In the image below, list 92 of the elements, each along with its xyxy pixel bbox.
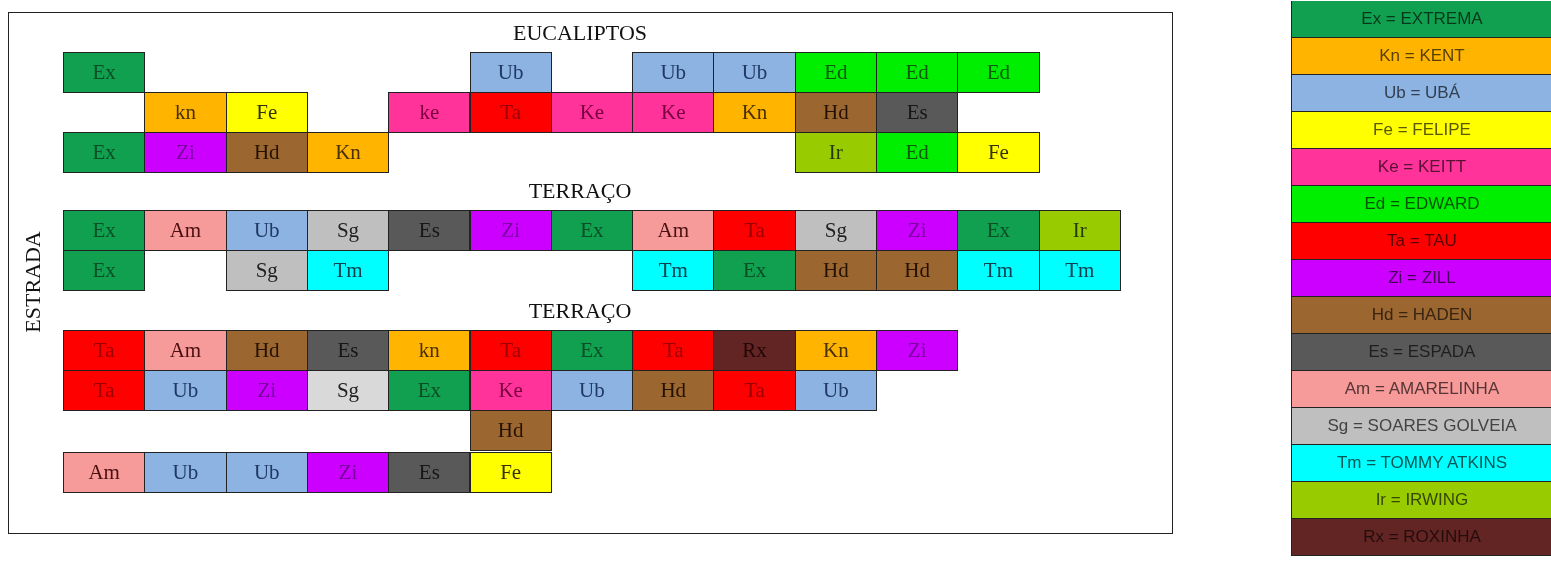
plant-cell: Ex: [957, 210, 1040, 251]
legend-entry: Ex = EXTREMA: [1292, 1, 1551, 38]
plant-cell: Ed: [876, 132, 959, 173]
plant-cell: Ke: [632, 92, 715, 133]
plant-cell: Hd: [225, 132, 308, 173]
plant-cell: Es: [306, 330, 390, 371]
plant-cell: Hd: [876, 250, 959, 291]
plant-cell: Ex: [713, 250, 796, 291]
plant-cell: Ub: [794, 370, 877, 411]
plant-cell: Ke: [469, 370, 552, 411]
legend-entry: Ed = EDWARD: [1292, 186, 1551, 223]
legend-entry: Ke = KEITT: [1292, 149, 1551, 186]
plant-cell: Ta: [713, 210, 796, 251]
plant-cell: Fe: [957, 132, 1040, 173]
plant-cell: Ex: [63, 132, 146, 173]
legend-entry: Zi = ZILL: [1292, 260, 1551, 297]
plant-cell: Tm: [957, 250, 1040, 291]
plant-cell: Ta: [469, 330, 552, 371]
plant-cell: Hd: [794, 92, 877, 133]
plant-cell: Es: [388, 452, 471, 493]
plant-cell: Zi: [225, 370, 308, 411]
legend-entry: Kn = KENT: [1292, 38, 1551, 75]
plant-cell: Fe: [469, 452, 552, 493]
plant-cell: Kn: [306, 132, 390, 173]
plant-cell: Ub: [713, 52, 796, 93]
plant-cell: Hd: [794, 250, 877, 291]
plant-cell: Sg: [225, 250, 308, 291]
plant-cell: Ex: [550, 330, 634, 371]
plant-cell: Ta: [632, 330, 715, 371]
area-label: ESTRADA: [20, 231, 46, 333]
plant-cell: Ex: [63, 250, 146, 291]
plant-cell: Sg: [306, 370, 390, 411]
plant-cell: Ke: [550, 92, 634, 133]
plant-cell: Ed: [957, 52, 1040, 93]
plant-cell: Ub: [469, 52, 552, 93]
plant-cell: Ub: [144, 452, 227, 493]
plant-cell: Ex: [550, 210, 634, 251]
legend-entry: Ir = IRWING: [1292, 482, 1551, 519]
plant-cell: Zi: [306, 452, 390, 493]
area-label: TERRAÇO: [528, 298, 632, 324]
plant-cell: Ub: [144, 370, 227, 411]
legend-entry: Es = ESPADA: [1292, 334, 1551, 371]
plant-cell: Zi: [876, 330, 959, 371]
plant-cell: Zi: [144, 132, 227, 173]
legend-entry: Sg = SOARES GOLVEIA: [1292, 408, 1551, 445]
plant-cell: Es: [876, 92, 959, 133]
plant-cell: Ta: [713, 370, 796, 411]
plant-cell: Ub: [225, 452, 308, 493]
plant-cell: Ed: [876, 52, 959, 93]
plant-cell: Ta: [63, 330, 146, 371]
legend-entry: Ta = TAU: [1292, 223, 1551, 260]
plant-cell: Ex: [388, 370, 471, 411]
plant-cell: Ex: [63, 210, 146, 251]
plant-cell: Ex: [63, 52, 146, 93]
plant-cell: Zi: [469, 210, 552, 251]
plant-cell: Am: [144, 330, 227, 371]
plant-cell: Hd: [632, 370, 715, 411]
plant-cell: Es: [388, 210, 471, 251]
legend-entry: Fe = FELIPE: [1292, 112, 1551, 149]
plant-cell: Sg: [794, 210, 877, 251]
legend-entry: Tm = TOMMY ATKINS: [1292, 445, 1551, 482]
plant-cell: Sg: [306, 210, 390, 251]
legend-entry: Hd = HADEN: [1292, 297, 1551, 334]
plant-cell: Rx: [713, 330, 796, 371]
plant-cell: Am: [144, 210, 227, 251]
plant-cell: kn: [144, 92, 227, 133]
plant-cell: Ta: [469, 92, 552, 133]
plant-cell: Ub: [550, 370, 634, 411]
plant-cell: Am: [63, 452, 146, 493]
area-label: TERRAÇO: [528, 178, 632, 204]
plant-cell: Hd: [225, 330, 308, 371]
plant-cell: Ub: [225, 210, 308, 251]
plant-cell: Kn: [713, 92, 796, 133]
plant-cell: Ir: [1038, 210, 1121, 251]
plant-cell: kn: [388, 330, 471, 371]
plant-cell: Ub: [632, 52, 715, 93]
plant-cell: Ir: [794, 132, 877, 173]
plant-cell: Zi: [876, 210, 959, 251]
legend-entry: Ub = UBÁ: [1292, 75, 1551, 112]
plant-cell: Fe: [225, 92, 308, 133]
area-label: EUCALIPTOS: [512, 20, 648, 46]
plant-cell: ke: [388, 92, 471, 133]
plant-cell: Hd: [469, 410, 552, 451]
plant-cell: Tm: [1038, 250, 1121, 291]
legend-entry: Rx = ROXINHA: [1292, 519, 1551, 556]
plant-cell: Ed: [794, 52, 877, 93]
plant-cell: Am: [632, 210, 715, 251]
plant-cell: Ta: [63, 370, 146, 411]
plant-cell: Tm: [306, 250, 390, 291]
plant-cell: Tm: [632, 250, 715, 291]
legend-entry: Am = AMARELINHA: [1292, 371, 1551, 408]
plant-cell: Kn: [794, 330, 877, 371]
